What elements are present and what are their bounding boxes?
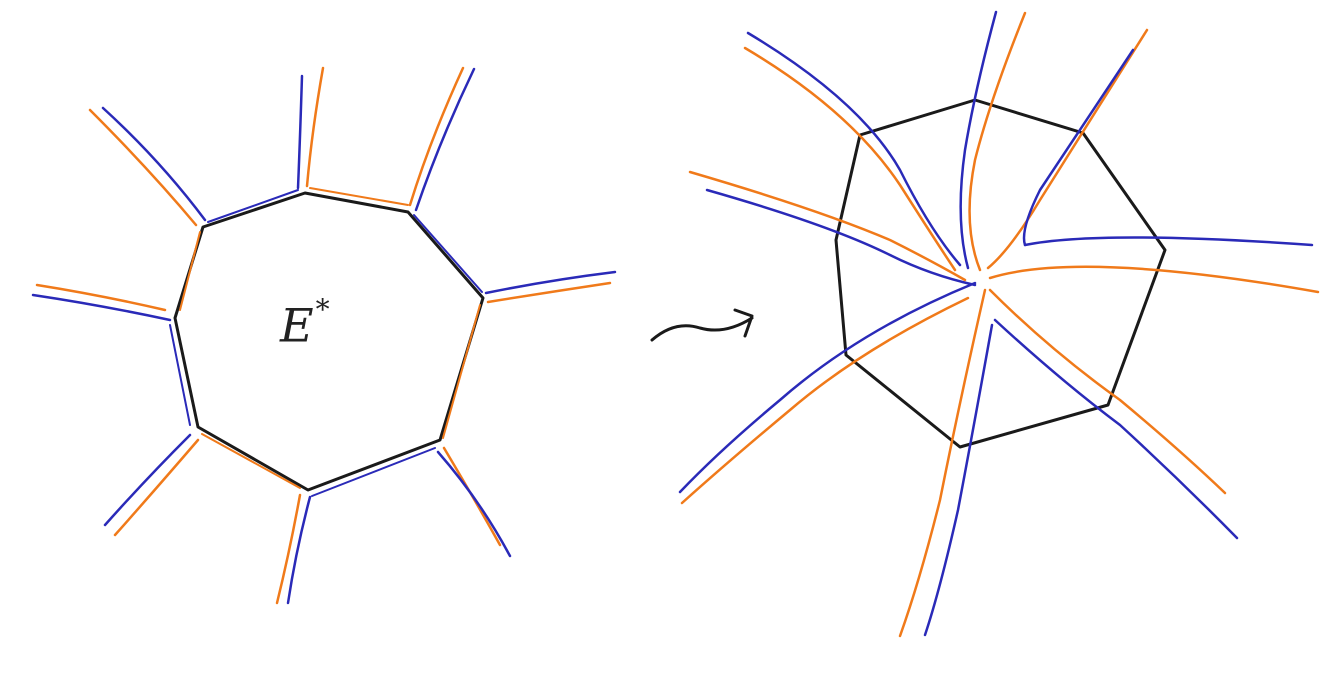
right-strand-orange <box>743 46 957 272</box>
right-strand-orange <box>986 28 1149 270</box>
boundary-edge-orange <box>201 433 301 489</box>
left-strand-orange <box>305 66 325 188</box>
left-strand-blue <box>103 433 192 527</box>
right-strand-blue <box>959 10 998 270</box>
boundary-edge-blue <box>207 189 299 223</box>
right-strand-blue <box>923 323 994 637</box>
left-strand-blue <box>484 270 617 295</box>
label-superscript: * <box>315 293 330 326</box>
left-octagon-boundary <box>173 191 485 492</box>
left-strand-blue <box>286 495 312 605</box>
right-strand-blue <box>1022 48 1135 247</box>
left-boundary-edges <box>169 187 483 497</box>
squiggle-arrow-icon <box>650 308 754 342</box>
left-strand-blue <box>436 450 512 558</box>
left-strand-orange <box>113 438 200 537</box>
right-strand-orange <box>680 296 970 505</box>
boundary-edge-orange <box>442 304 481 439</box>
left-strand-orange <box>408 66 465 207</box>
boundary-edge-blue <box>413 214 483 293</box>
left-strand-orange <box>88 108 198 227</box>
left-panel <box>31 66 617 605</box>
boundary-edge-orange <box>309 187 409 206</box>
left-strand-blue <box>296 74 304 190</box>
left-strand-orange <box>275 493 302 605</box>
right-strand-blue <box>1023 236 1314 247</box>
right-octagon-boundary <box>834 98 1167 449</box>
right-strand-blue <box>746 31 962 267</box>
left-strand-blue <box>101 106 207 222</box>
right-panel <box>678 10 1320 638</box>
right-strand-orange <box>988 265 1320 294</box>
diagram-label: E* <box>280 296 330 349</box>
right-strand-blue <box>705 188 977 287</box>
right-strand-orange <box>898 288 987 638</box>
right-strand-blue <box>993 318 1239 540</box>
right-strand-orange <box>988 288 1227 495</box>
boundary-edge-blue <box>169 324 191 426</box>
left-strand-orange <box>35 283 167 312</box>
left-strands <box>31 66 617 605</box>
left-strand-blue <box>414 67 476 212</box>
left-strand-orange <box>486 281 612 304</box>
left-strand-blue <box>31 293 172 322</box>
right-strand-orange <box>968 11 1027 272</box>
right-strand-orange <box>688 170 967 282</box>
right-strands <box>678 10 1320 638</box>
boundary-edge-blue <box>311 447 436 497</box>
boundary-edge-orange <box>179 231 201 311</box>
right-strand-blue <box>678 281 977 494</box>
label-base: E <box>280 298 314 353</box>
